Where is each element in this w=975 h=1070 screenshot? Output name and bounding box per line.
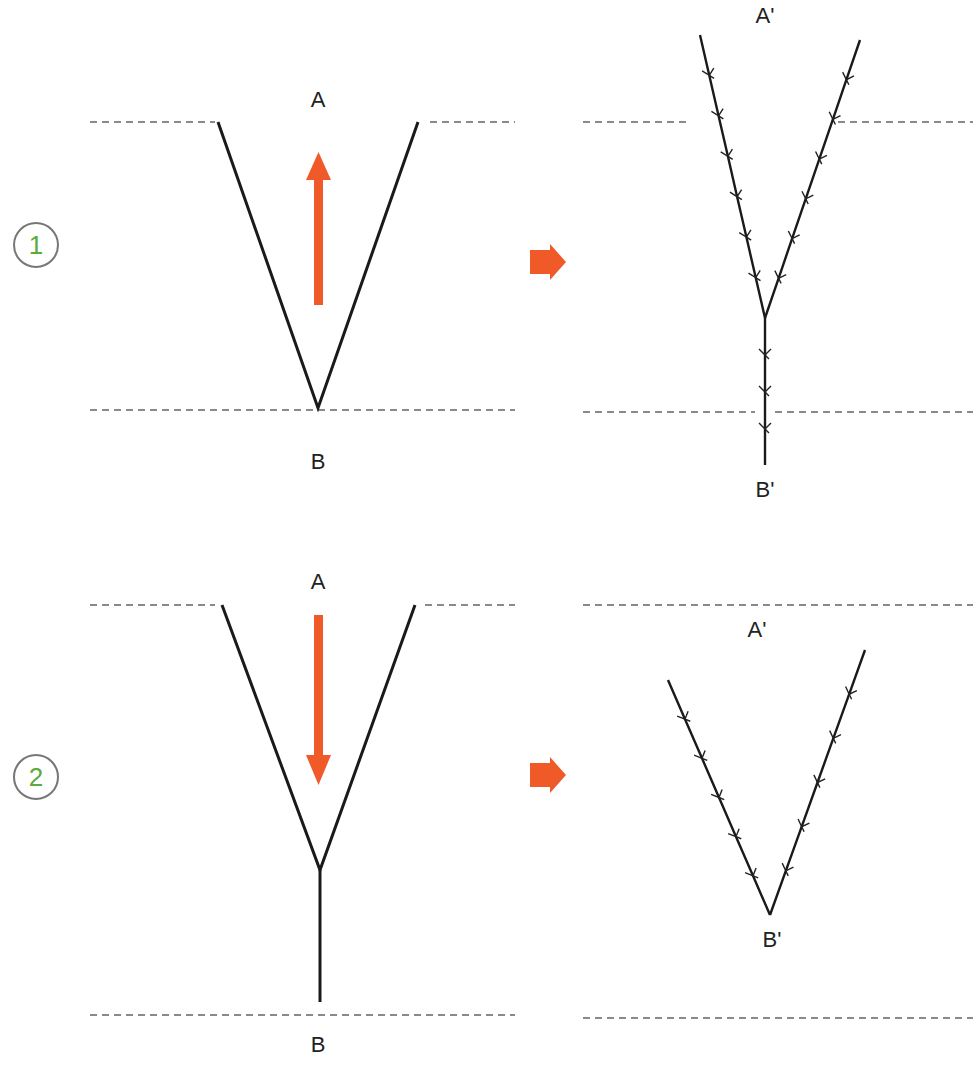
point-letter: A <box>311 89 326 111</box>
step-number: 2 <box>29 764 43 790</box>
fossil-marked-structure <box>668 35 865 915</box>
point-letter: B' <box>756 479 775 501</box>
point-letter: B' <box>763 929 782 951</box>
step-number-circle: 2 <box>13 754 59 800</box>
v-structure <box>218 122 418 1002</box>
point-letter: B <box>311 451 326 473</box>
point-letter: B <box>311 1034 326 1056</box>
step-number: 1 <box>29 232 43 258</box>
point-letter: A' <box>748 619 767 641</box>
point-letter: A <box>311 571 326 593</box>
point-letter: A' <box>756 5 775 27</box>
bedding-lines <box>90 122 973 1018</box>
step-number-circle: 1 <box>13 222 59 268</box>
direction-arrows <box>306 152 566 793</box>
